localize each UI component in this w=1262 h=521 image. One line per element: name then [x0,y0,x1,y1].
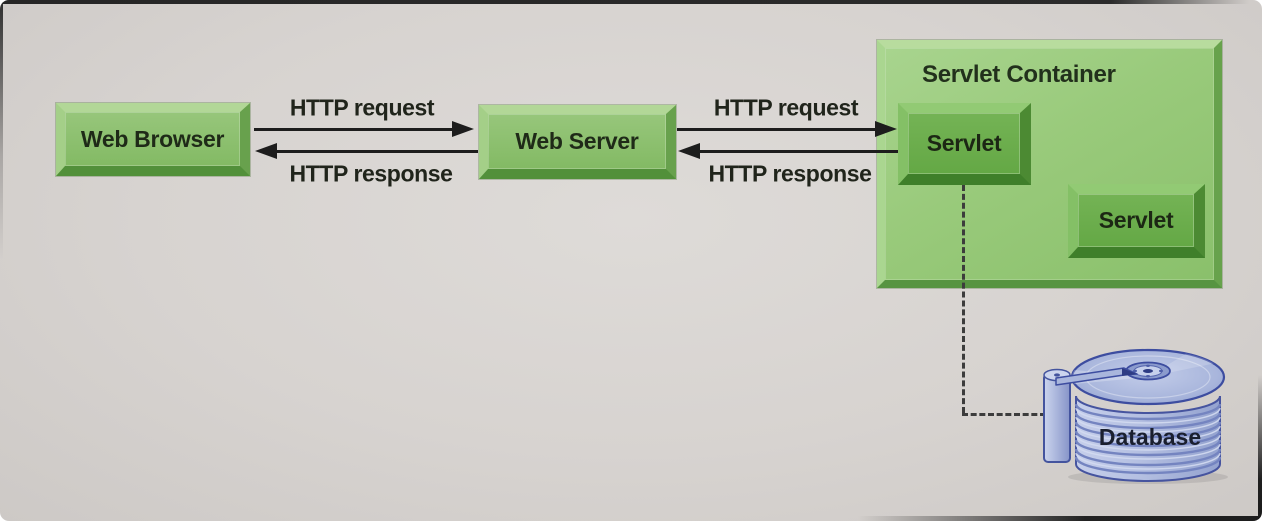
servlet-primary-label: Servlet [926,130,1002,156]
servlet-node-secondary: Servlet [1068,184,1205,258]
frame-edge-right [1258,0,1262,521]
database-disk-icon: Database [1043,348,1228,484]
http-response-label-1: HTTP response [289,160,453,187]
database-platter-stack [1074,395,1222,482]
servlet-container-label: Servlet Container [922,61,1116,88]
servlet-database-connector-horizontal [962,413,1046,416]
http-response-label-2: HTTP response [708,160,872,187]
servlet-secondary-label: Servlet [1098,207,1174,233]
web-server-node: Web Server [479,105,676,179]
http-response-arrow-servlet-server [678,143,898,159]
http-request-arrow-browser-server [254,121,474,137]
servlet-node-primary: Servlet [898,103,1031,185]
http-request-label-1: HTTP request [289,94,435,121]
database-actuator-arm [1055,367,1138,386]
database-actuator-block [1043,368,1071,463]
web-browser-node: Web Browser [56,103,250,176]
http-request-arrow-server-servlet [677,121,897,137]
http-response-arrow-server-browser [255,143,478,159]
frame-edge-top [0,0,1262,4]
database-spindle [1125,361,1171,381]
web-server-label: Web Server [515,128,639,154]
http-request-label-2: HTTP request [713,94,859,121]
servlet-database-connector-vertical [962,185,965,413]
database-label: Database [1099,424,1201,450]
frame-edge-bottom [0,516,1262,521]
web-browser-label: Web Browser [80,125,225,152]
frame-edge-left [0,0,3,260]
